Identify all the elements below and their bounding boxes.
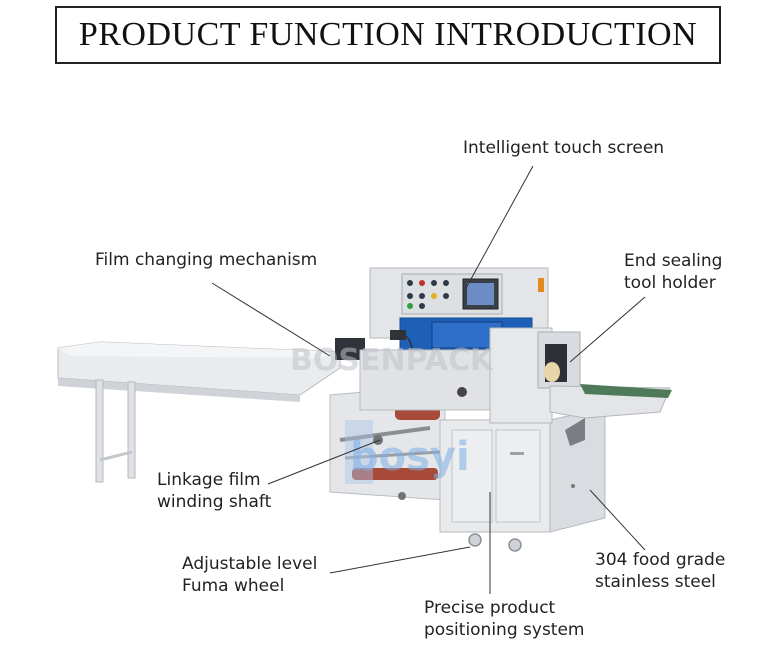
callout-line: tool holder [624,273,716,293]
page-title: PRODUCT FUNCTION INTRODUCTION [78,16,698,53]
callout-line: positioning system [424,620,585,640]
leader-touch-screen [464,165,534,291]
watermark-text: BOSENPACK [290,343,495,378]
leader-adjustable-level [329,546,471,574]
callout-adjustable-level: Adjustable level Fuma wheel [182,553,317,597]
callout-line: Film changing mechanism [95,250,318,270]
leader-linkage-film [267,439,381,485]
outfeed-conveyor [549,384,672,446]
leader-end-sealing [569,296,646,363]
callout-line: Fuma wheel [182,576,285,596]
callout-linkage-film: Linkage film winding shaft [157,469,271,513]
callout-line: Intelligent touch screen [463,138,665,158]
callout-line: Linkage film [157,470,261,490]
callout-stainless-steel: 304 food grade stainless steel [595,549,725,593]
callout-line: Precise product [424,598,556,618]
brand-logo: bosyi [350,434,470,480]
callout-film-changing: Film changing mechanism [95,249,317,271]
infeed-conveyor [57,341,341,483]
leader-stainless-steel [589,489,646,551]
callout-line: stainless steel [595,572,716,592]
callout-positioning: Precise product positioning system [424,597,585,641]
callout-end-sealing: End sealing tool holder [624,250,722,294]
callout-line: 304 food grade [595,550,726,570]
callout-line: End sealing [624,251,723,271]
leader-film-changing [211,282,331,357]
leader-lines [211,165,646,594]
callout-touch-screen: Intelligent touch screen [463,137,664,159]
callout-line: Adjustable level [182,554,318,574]
title-box: PRODUCT FUNCTION INTRODUCTION [55,6,721,64]
callout-line: winding shaft [157,492,272,512]
